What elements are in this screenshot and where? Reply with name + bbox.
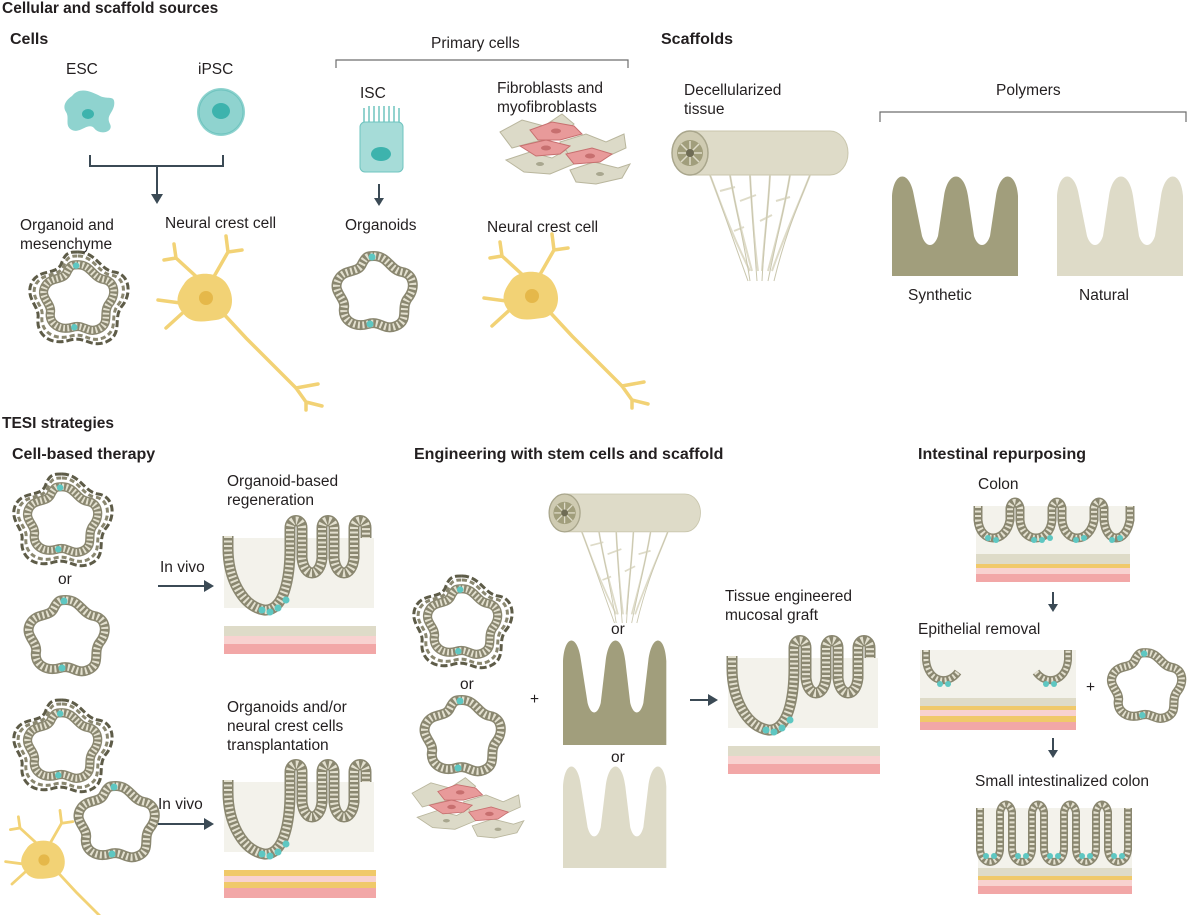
cell-therapy-figures [4, 474, 376, 915]
repurposing-panel-title: Intestinal repurposing [918, 446, 1087, 463]
fibroblast-cluster [499, 113, 631, 185]
epithelial-removal-label: Epithelial removal [918, 621, 1041, 638]
therapy-or-label: or [58, 571, 72, 588]
ipsc-label: iPSC [198, 61, 234, 78]
section-title-strategies: TESI strategies [2, 415, 114, 432]
therapy-organoid-mes-1 [14, 474, 112, 566]
scaffolds-panel-title: Scaffolds [661, 31, 734, 48]
repurposing-plus: + [1086, 679, 1096, 696]
engineering-synthetic-polymer [563, 640, 667, 745]
section-title-sources: Cellular and scaffold sources [2, 0, 219, 17]
neural-crest-label-1: Neural crest cell [165, 215, 277, 232]
small-intestinalized-colon-figure [976, 800, 1132, 894]
cell-therapy-panel-title: Cell-based therapy [12, 446, 156, 463]
regeneration-label-line1: Organoid-based [227, 473, 339, 490]
transplant-label-line1: Organoids and/or [227, 699, 347, 716]
organoid-figure [336, 254, 412, 328]
mucosal-graft-figure [728, 641, 880, 774]
epithelial-removal-figure [920, 650, 1076, 730]
graft-label-line2: mucosal graft [725, 607, 819, 624]
primary-cells-label: Primary cells [431, 35, 520, 52]
engineering-panel-title: Engineering with stem cells and scaffold [414, 446, 724, 463]
decellularized-tissue-figure [671, 130, 849, 282]
small-colon-label: Small intestinalized colon [975, 773, 1150, 790]
natural-label: Natural [1079, 287, 1129, 304]
graft-label-line1: Tissue engineered [725, 588, 852, 605]
engineering-decell-tissue [548, 493, 702, 624]
repurposing-figures [920, 497, 1182, 894]
organoid-mesenchyme-label-line1: Organoid and [20, 217, 114, 234]
fibroblasts-label-line1: Fibroblasts and [497, 80, 603, 97]
engineering-organoid-mes [414, 576, 512, 668]
transplantation-tissue-figure [224, 765, 376, 898]
synthetic-polymer-figure [892, 176, 1018, 276]
in-vivo-label-2: In vivo [158, 796, 203, 813]
neural-crest-figure-1 [156, 234, 324, 412]
engineering-organoid [424, 698, 500, 772]
engineering-figures [411, 493, 880, 868]
natural-polymer-figure [1057, 176, 1183, 276]
isc-label: ISC [360, 85, 386, 102]
polymers-label: Polymers [996, 82, 1061, 99]
in-vivo-label-1: In vivo [160, 559, 205, 576]
therapy-organoid-mes-2 [14, 700, 112, 792]
engineering-plus: + [530, 691, 540, 708]
neural-crest-label-2: Neural crest cell [487, 219, 599, 236]
repurposing-organoid [1111, 650, 1181, 718]
scaffold-figures [671, 111, 1187, 282]
decell-label-line1: Decellularized [684, 82, 782, 99]
synthetic-label: Synthetic [908, 287, 972, 304]
neural-crest-figure-2 [482, 232, 650, 410]
organoid-mesenchyme-figure [30, 252, 128, 344]
colon-figure [973, 497, 1135, 582]
esc-label: ESC [66, 61, 98, 78]
regeneration-tissue-figure [224, 521, 376, 654]
colon-label: Colon [978, 476, 1019, 493]
engineering-natural-polymer [563, 766, 667, 868]
engineering-or-top: or [611, 621, 625, 638]
transplant-label-line3: transplantation [227, 737, 329, 754]
transplant-label-line2: neural crest cells [227, 718, 344, 735]
therapy-neural-crest [4, 809, 139, 915]
engineering-or-bottom: or [611, 749, 625, 766]
regeneration-label-line2: regeneration [227, 492, 315, 509]
engineering-fibroblasts [411, 777, 525, 839]
engineering-or-left: or [460, 676, 474, 693]
fibroblasts-label-line2: myofibroblasts [497, 99, 597, 116]
therapy-organoid-2 [78, 784, 154, 858]
organoid-mesenchyme-label-line2: mesenchyme [20, 236, 113, 253]
organoids-label: Organoids [345, 217, 417, 234]
decell-label-line2: tissue [684, 101, 725, 118]
therapy-organoid-1 [28, 598, 104, 672]
cells-figures [30, 59, 650, 412]
cells-panel-title: Cells [10, 31, 49, 48]
isc-cell [359, 121, 404, 173]
